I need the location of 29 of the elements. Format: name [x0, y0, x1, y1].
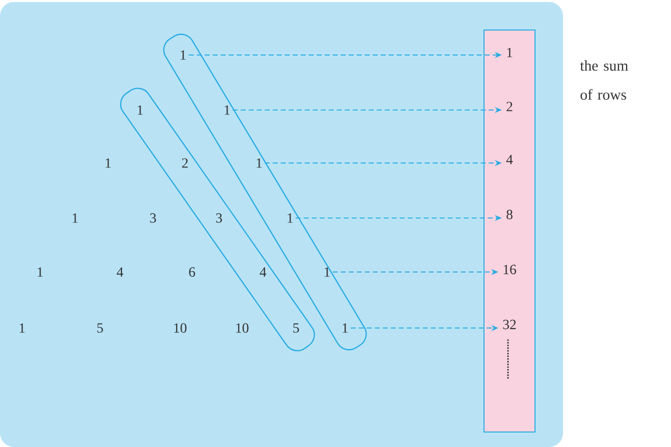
number: 1 — [224, 105, 230, 115]
number: 1 — [180, 50, 186, 60]
number: 1 — [72, 213, 78, 223]
number: 10 — [236, 323, 248, 333]
number: 1 — [288, 213, 293, 223]
number: 1 — [38, 267, 43, 277]
number: 1 — [324, 267, 330, 277]
number: 4 — [260, 267, 266, 277]
row-sum: 8 — [506, 210, 512, 220]
number: 1 — [256, 158, 262, 168]
number: 2 — [182, 158, 188, 168]
number: 1 — [138, 105, 143, 115]
number: 3 — [150, 213, 156, 223]
number: 4 — [116, 267, 124, 277]
number: 3 — [216, 213, 222, 223]
row-sum: 2 — [506, 102, 512, 112]
side-note: the sum of rows — [580, 60, 628, 100]
row-sum: 32 — [503, 320, 516, 330]
row-sum: 16 — [504, 264, 516, 274]
row-sum: 1 — [507, 48, 512, 58]
number: 1 — [106, 158, 111, 168]
sum-column — [484, 30, 536, 432]
number: 1 — [342, 323, 348, 333]
number: 10 — [174, 323, 186, 333]
number: 6 — [189, 267, 196, 277]
row-sum: 4 — [506, 154, 513, 164]
number: 5 — [97, 323, 103, 333]
number: 5 — [293, 323, 299, 333]
number: 1 — [20, 323, 25, 333]
